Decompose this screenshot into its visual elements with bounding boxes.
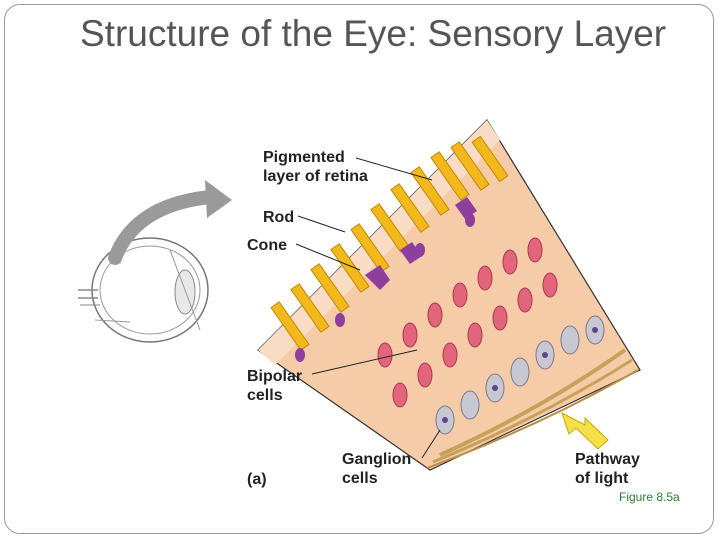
light-arrow-icon (561, 411, 609, 450)
nerve-fiber-layer (426, 348, 639, 469)
bipolar-cell-layer (377, 237, 558, 408)
leader-lines (295, 157, 441, 459)
eye-cross-section (78, 237, 209, 343)
label-cone: Cone (247, 237, 287, 254)
curved-arrow-icon (108, 180, 232, 265)
label-pigmented-layer: Pigmented layer of retina (263, 149, 368, 185)
figure-caption: Figure 8.5a (619, 490, 680, 504)
label-bipolar-cells: Bipolar cells (247, 368, 303, 404)
slide-frame (4, 4, 714, 534)
label-ganglion-cells: Ganglion cells (342, 451, 412, 487)
ganglion-cell-layer (435, 315, 605, 435)
photoreceptor-layer (270, 135, 509, 362)
retina-section (257, 119, 641, 471)
label-rod: Rod (263, 209, 295, 226)
figure-part-label: (a) (247, 471, 267, 488)
label-pathway-of-light: Pathway of light (575, 451, 640, 487)
slide-title: Structure of the Eye: Sensory Layer (80, 13, 667, 54)
